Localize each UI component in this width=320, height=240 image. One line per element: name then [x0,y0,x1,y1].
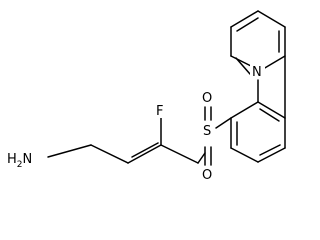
bond-s-c8 [215,117,232,129]
chemical-structure: H2N F S O O N [6,10,286,183]
oxygen-top-label: O [202,91,212,106]
sulfur-label: S [203,124,211,139]
ring-c3-c4 [230,10,259,28]
ring-inner-n1-c2 [235,57,251,75]
bond-c2-c3-double [127,144,162,164]
oxygen-bottom-label: O [202,168,212,183]
amine-n: N [23,152,33,167]
bond-c4-s [197,152,206,164]
bond-n-c1 [47,144,92,158]
amine-subscript: 2 [17,160,23,170]
ring-c8a-c8 [230,101,259,119]
ring-c4-c4b [257,10,286,28]
bond-c2-c3-double-inner [131,142,159,158]
bonds [47,10,286,166]
amine-label: H2N [7,152,32,170]
ring-c4a-c8a [257,101,286,119]
fluorine-label: F [156,104,163,119]
ring-inner-c4a-c8a [259,108,280,122]
ring-n1-c2 [230,55,254,68]
ring-c7-c6 [230,147,259,163]
bond-c3-c4 [160,144,199,164]
ring-c6-c5 [257,147,286,163]
amine-h: H [7,152,17,167]
bond-c1-c2 [90,144,129,164]
atom-labels: H2N F S O O N [6,62,265,183]
ring-inner-c6-c5 [259,144,281,156]
ring-inner-c3-c4 [236,17,259,32]
ring-nitrogen-label: N [252,65,262,80]
